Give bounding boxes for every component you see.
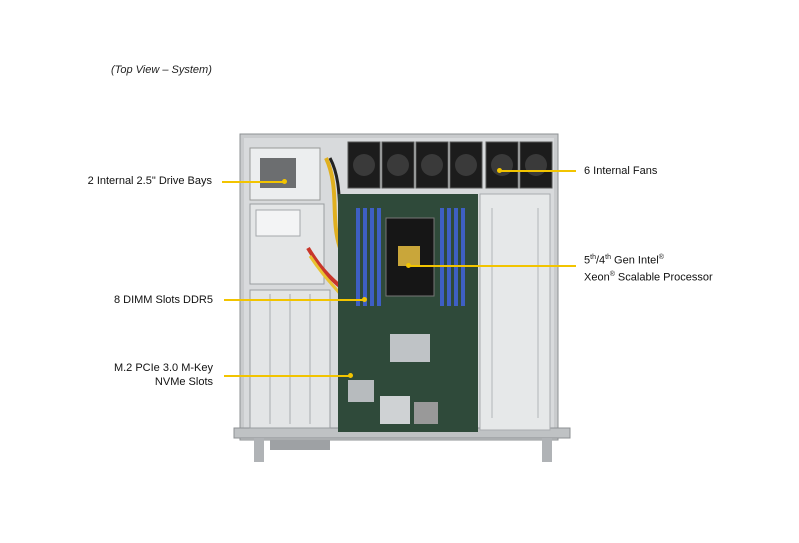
processor-leader — [410, 265, 576, 267]
fans-dot — [497, 168, 502, 173]
dimm-leader — [224, 299, 364, 301]
dimm-dot — [362, 297, 367, 302]
processor-label-line1: 5th/4th Gen Intel® — [584, 254, 664, 267]
server-chassis-image — [233, 133, 571, 462]
drive-bays-dot — [282, 179, 287, 184]
dimm-label: 8 DIMM Slots DDR5 — [113, 294, 213, 306]
processor-label-line2: Xeon® Scalable Processor — [584, 270, 713, 284]
m2-dot — [348, 373, 353, 378]
view-caption: (Top View – System) — [111, 64, 212, 76]
m2-label-line1: M.2 PCIe 3.0 M-Key — [113, 362, 213, 374]
fans-leader — [500, 170, 576, 172]
drive-bays-label: 2 Internal 2.5" Drive Bays — [87, 175, 212, 187]
fans-label: 6 Internal Fans — [584, 165, 658, 177]
drive-bays-leader — [222, 181, 284, 183]
processor-dot — [406, 263, 411, 268]
processor-label: 5th/4th Gen Intel® Xeon® Scalable Proces… — [584, 251, 713, 284]
m2-label-line2: NVMe Slots — [154, 376, 213, 388]
m2-leader — [224, 375, 350, 377]
m2-label: M.2 PCIe 3.0 M-Key NVMe Slots — [60, 361, 213, 389]
